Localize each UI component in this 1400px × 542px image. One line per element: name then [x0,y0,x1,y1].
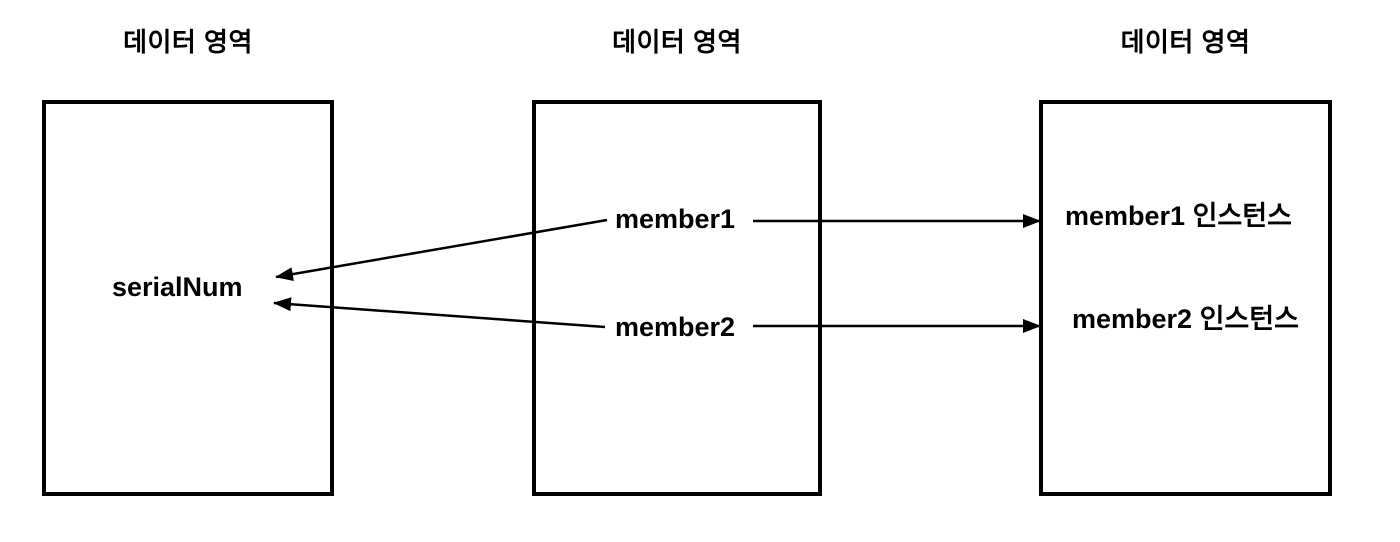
data-area-box-right [1039,100,1332,496]
label-member2-instance: member2 인스턴스 [1072,304,1299,334]
label-member1: member1 [615,204,736,234]
label-serialnum: serialNum [112,272,243,302]
label-member1-instance: member1 인스턴스 [1065,201,1292,231]
data-area-box-middle [532,100,822,496]
data-area-title-left: 데이터 영역 [123,27,253,57]
data-area-title-middle: 데이터 영역 [612,27,742,57]
label-member2: member2 [615,312,736,342]
data-area-title-right: 데이터 영역 [1120,27,1251,57]
